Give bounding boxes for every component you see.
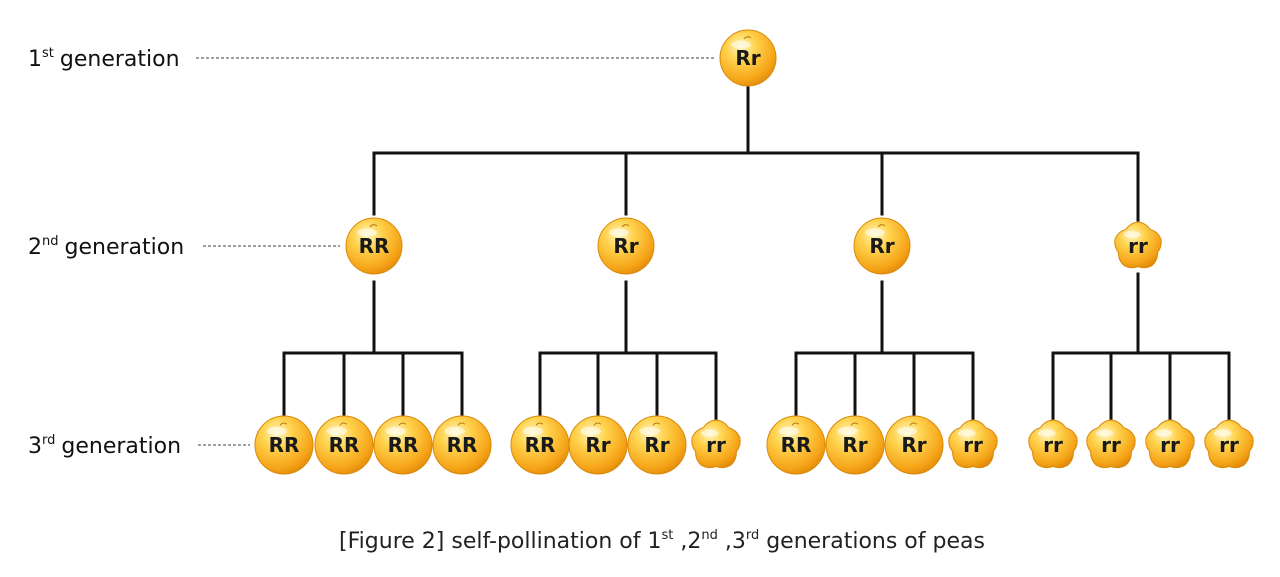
pea-highlight [1214,429,1232,437]
genotype-label: RR [447,433,478,457]
pea-hilum [791,422,800,426]
pea-highlight [326,426,347,436]
pea-highlight [958,429,976,437]
genotype-label: Rr [613,234,638,258]
pea-rr-wrinkled: rr [1028,419,1078,469]
genotype-label: RR [269,433,300,457]
genotype-label: Rr [585,433,610,457]
pea-rr-round: Rr [568,415,628,475]
genotype-label: rr [1160,433,1180,457]
pea-highlight [731,40,751,49]
pea-highlight [837,426,858,436]
genotype-label: RR [781,433,812,457]
pea-rr-round: RR [314,415,374,475]
genotype-label: RR [525,433,556,457]
pea-rr-round: Rr [627,415,687,475]
pea-hilum [279,422,288,426]
pea-hilum [743,36,752,40]
pea-rr-round: RR [254,415,314,475]
genotype-label: RR [388,433,419,457]
pea-hilum [621,224,630,228]
genotype-label: rr [1219,433,1239,457]
pea-highlight [357,228,377,237]
pea-highlight [1038,429,1056,437]
genotype-label: Rr [842,433,867,457]
genotype-label: rr [706,433,726,457]
pea-rr-wrinkled: rr [1086,419,1136,469]
genotype-label: rr [963,433,983,457]
figure-caption: [Figure 2] self-pollination of 1st ,2nd … [339,528,985,554]
pea-highlight [778,426,799,436]
pea-rr-wrinkled: rr [948,419,998,469]
genotype-label: Rr [901,433,926,457]
pea-hilum [369,224,378,228]
pea-rr-round: RR [432,415,492,475]
genotype-label: RR [359,234,390,258]
pea-highlight [1155,429,1173,437]
pea-rr-round: RR [345,217,403,275]
pea-highlight [701,429,719,437]
pea-rr-round: Rr [597,217,655,275]
pea-highlight [1123,230,1141,239]
genotype-label: Rr [644,433,669,457]
genotype-label: rr [1128,234,1148,258]
pea-rr-round: Rr [825,415,885,475]
pea-rr-round: RR [510,415,570,475]
genotype-label: rr [1101,433,1121,457]
pea-hilum [535,422,544,426]
pea-highlight [609,228,629,237]
pea-rr-round: Rr [853,217,911,275]
pea-hilum [457,422,466,426]
pea-hilum [398,422,407,426]
pea-highlight [266,426,287,436]
pea-hilum [877,224,886,228]
pea-rr-round: Rr [719,29,777,87]
pea-hilum [909,422,918,426]
pea-highlight [865,228,885,237]
pea-rr-wrinkled: rr [691,419,741,469]
pea-rr-wrinkled: rr [1204,419,1254,469]
pea-rr-round: RR [373,415,433,475]
pea-rr-wrinkled: rr [1145,419,1195,469]
pea-highlight [1096,429,1114,437]
pea-hilum [593,422,602,426]
pea-highlight [444,426,465,436]
genotype-label: Rr [869,234,894,258]
pea-highlight [896,426,917,436]
pea-rr-wrinkled: rr [1114,221,1162,269]
pea-hilum [652,422,661,426]
pea-highlight [385,426,406,436]
pea-rr-round: Rr [884,415,944,475]
genotype-label: rr [1043,433,1063,457]
pea-hilum [339,422,348,426]
pea-rr-round: RR [766,415,826,475]
genotype-label: Rr [735,46,760,70]
pea-highlight [580,426,601,436]
genotype-label: RR [329,433,360,457]
pea-highlight [639,426,660,436]
tree-connectors [282,86,1231,422]
pea-hilum [850,422,859,426]
pea-highlight [522,426,543,436]
